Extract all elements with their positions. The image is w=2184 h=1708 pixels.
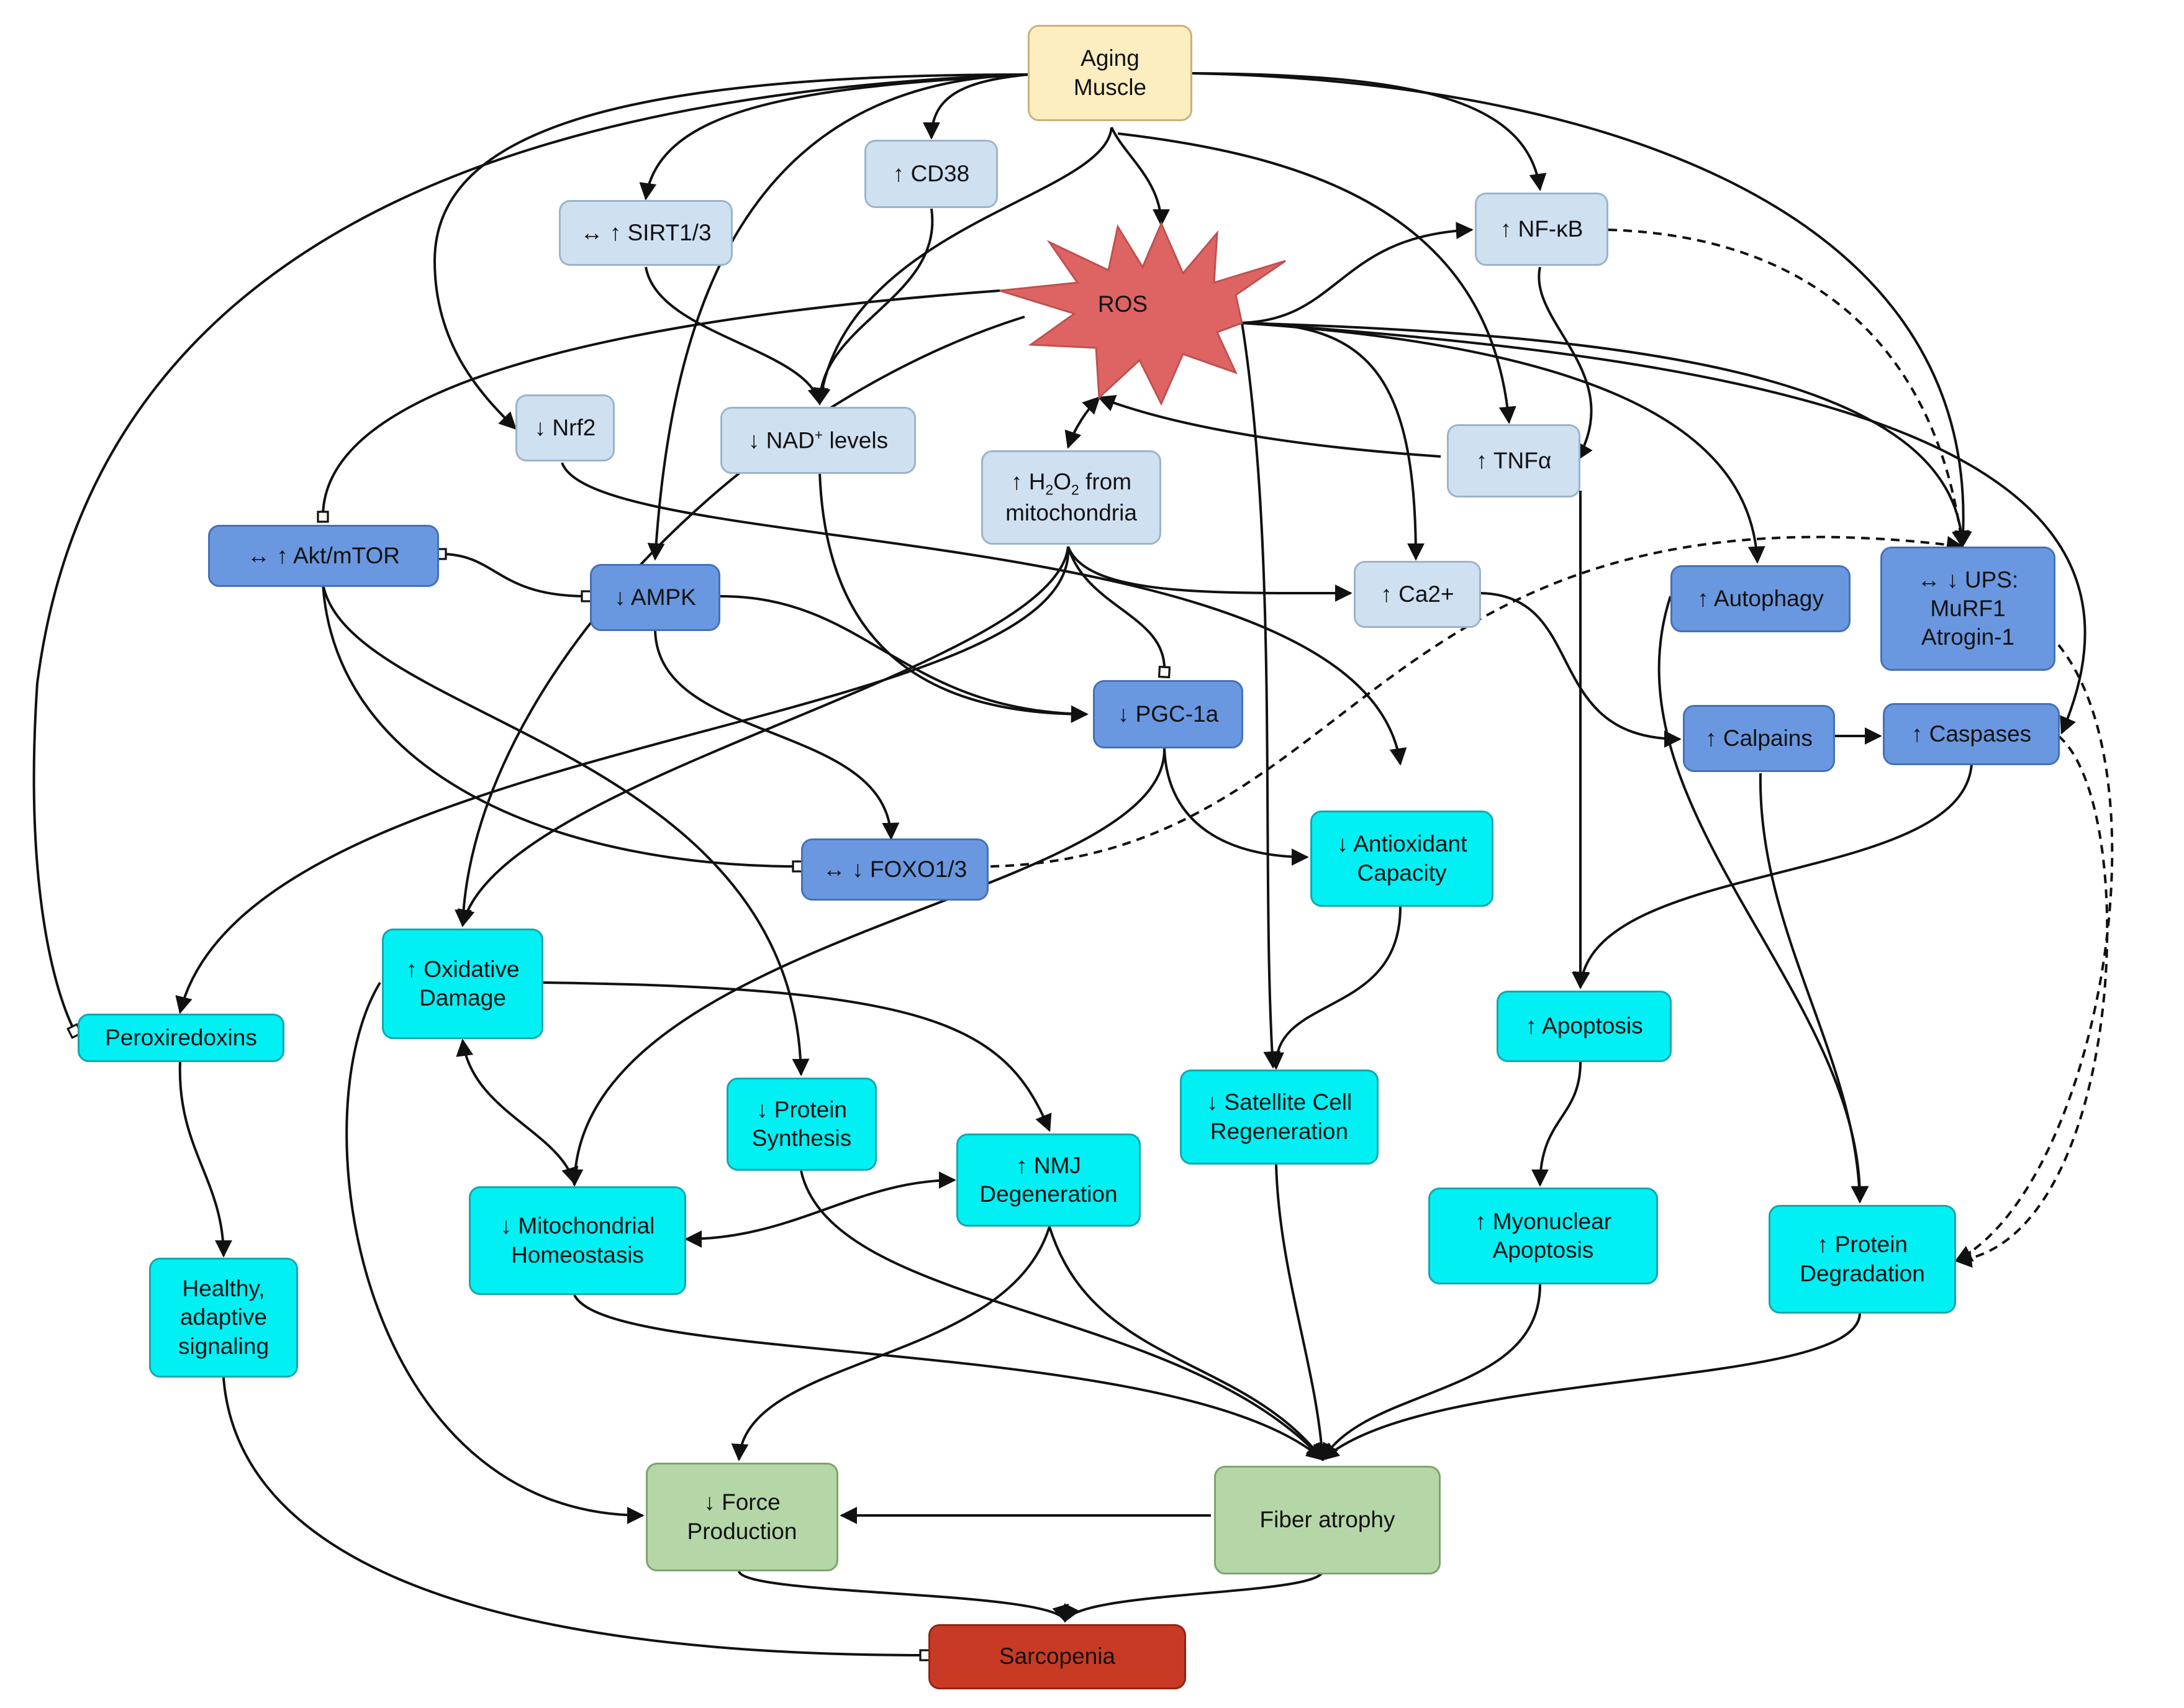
- edge-protein-deg-fiber: [1321, 1313, 1861, 1461]
- edge-aging-cd38: [923, 73, 1028, 140]
- edge-akt-foxo: [322, 583, 804, 873]
- node-sirt: ↔ ↑ SIRT1/3: [559, 200, 733, 266]
- edge-ampk-foxo: [654, 630, 900, 840]
- edge-aging-nad: [813, 127, 1113, 406]
- node-nad: ↓ NAD+ levels: [720, 407, 916, 474]
- node-aging-muscle: Aging Muscle: [1028, 25, 1192, 121]
- edge-nad-pgc: [818, 471, 1089, 723]
- edge-foxo-ups: [990, 535, 1964, 868]
- node-oxidative-damage: ↑ Oxidative Damage: [382, 929, 543, 1039]
- edge-caspases-protein-deg: [1954, 735, 2109, 1268]
- node-fiber-atrophy: Fiber atrophy: [1214, 1466, 1441, 1574]
- edge-apoptosis-myonuclear: [1531, 1061, 1582, 1187]
- nad-text: ↓ NAD+ levels: [748, 426, 889, 453]
- node-nfkb: ↑ NF-κB: [1475, 193, 1608, 266]
- node-nrf2: ↓ Nrf2: [515, 394, 615, 461]
- edge-sirt-nad: [645, 266, 825, 406]
- edge-ros-ups: [1241, 322, 1970, 548]
- edge-mito-fiber: [573, 1294, 1325, 1461]
- node-autophagy: ↑ Autophagy: [1670, 565, 1851, 632]
- edge-aging-sirt: [639, 73, 1028, 201]
- node-mitochondrial-homeostasis: ↓ Mitochondrial Homeostasis: [469, 1186, 686, 1295]
- edge-peroxiredoxins-healthy: [178, 1061, 232, 1258]
- edge-caspases-apoptosis: [1572, 763, 1973, 989]
- node-peroxiredoxins: Peroxiredoxins: [78, 1014, 284, 1062]
- edge-aging-ampk: [647, 73, 1028, 561]
- edge-antioxidant-satellite: [1267, 906, 1402, 1070]
- edge-oxidative-mito: [456, 1038, 579, 1185]
- node-healthy-signaling: Healthy, adaptive signaling: [149, 1258, 298, 1378]
- node-pgc-1a: ↓ PGC-1a: [1093, 680, 1243, 748]
- node-nmj-degeneration: ↑ NMJ Degeneration: [956, 1133, 1141, 1227]
- edge-nfkb-tnfa: [1538, 266, 1593, 461]
- edge-ros-ca2: [1241, 322, 1425, 561]
- edge-ca2-calpains: [1480, 592, 1682, 748]
- edge-pgc-antioxidant: [1163, 748, 1309, 866]
- node-foxo: ↔ ↓ FOXO1/3: [801, 838, 989, 901]
- edge-fiber-sarcopenia: [1064, 1570, 1324, 1623]
- node-protein-synthesis: ↓ Protein Synthesis: [727, 1078, 877, 1171]
- node-ups: ↔ ↓ UPS: MuRF1 Atrogin-1: [1880, 547, 2055, 671]
- edge-aging-ups: [1192, 72, 1972, 548]
- edge-ampk-pgc: [720, 595, 1089, 723]
- edge-pgc-mito: [566, 748, 1166, 1187]
- node-calpains: ↑ Calpains: [1683, 705, 1835, 772]
- edge-oxidative-force: [345, 981, 645, 1524]
- node-protein-degradation: ↑ Protein Degradation: [1769, 1205, 1956, 1314]
- edge-h2o2-peroxiredoxins: [175, 546, 1070, 1014]
- edge-aging-ros: [1110, 127, 1170, 227]
- node-akt-mtor: ↔ ↑ Akt/mTOR: [208, 525, 439, 587]
- edge-protein-synth-fiber: [800, 1170, 1324, 1461]
- edge-tnfa-ros: [1097, 394, 1441, 458]
- edge-nmj-fiber: [1048, 1226, 1324, 1461]
- node-myonuclear-apoptosis: ↑ Myonuclear Apoptosis: [1428, 1188, 1658, 1284]
- edge-akt-ampk: [435, 548, 593, 602]
- edge-ros-autophagy: [1241, 322, 1765, 564]
- node-ampk: ↓ AMPK: [590, 564, 720, 631]
- node-caspases: ↑ Caspases: [1883, 703, 2060, 765]
- edge-nrf2-antioxidant: [561, 462, 1407, 766]
- node-ros: ROS: [1097, 291, 1148, 317]
- edge-satellite-fiber: [1275, 1164, 1331, 1461]
- edge-force-sarcopenia: [738, 1570, 1069, 1623]
- ros-star-shape: [999, 221, 1286, 406]
- edge-calpains-protein-deg: [1759, 773, 1869, 1204]
- edge-ros-oxidative: [455, 316, 1025, 927]
- edge-cd38-nad: [811, 208, 934, 406]
- edge-nfkb-ups: [1608, 229, 1969, 548]
- edge-myonuclear-fiber: [1321, 1284, 1541, 1461]
- node-cd38: ↑ CD38: [864, 140, 998, 208]
- edge-mito-nmj: [684, 1171, 956, 1248]
- edge-ros-akt: [317, 289, 1000, 523]
- node-tnfa: ↑ TNFα: [1447, 424, 1580, 497]
- node-apoptosis: ↑ Apoptosis: [1497, 991, 1672, 1062]
- edge-ups-protein-deg: [1954, 607, 2114, 1262]
- edge-h2o2-ca2: [1067, 546, 1353, 602]
- node-antioxidant-capacity: ↓ Antioxidant Capacity: [1310, 811, 1493, 907]
- edge-autophagy-protein-deg: [1657, 596, 1869, 1204]
- edge-ros-nfkb: [1235, 222, 1474, 324]
- edge-oxidative-nmj: [543, 981, 1052, 1132]
- node-satellite-cell: ↓ Satellite Cell Regeneration: [1180, 1070, 1379, 1165]
- node-sarcopenia: Sarcopenia: [928, 1624, 1186, 1689]
- edge-ros-satellite: [1241, 322, 1281, 1069]
- edge-ros-caspases: [1241, 322, 2087, 735]
- edge-akt-protein-synth: [322, 583, 810, 1076]
- edge-aging-nfkb: [1192, 72, 1547, 191]
- edge-aging-nrf2: [433, 73, 1028, 430]
- edge-h2o2-pgc: [1067, 546, 1171, 679]
- edge-aging-tnfa: [1117, 132, 1516, 424]
- edge-h2o2-ros: [1064, 396, 1100, 449]
- edge-aging-peroxiredoxins: [32, 73, 1028, 1039]
- edge-nmj-force: [731, 1226, 1051, 1461]
- edge-h2o2-oxidative: [458, 546, 1069, 927]
- edge-healthy-sarcopenia: [222, 1377, 931, 1661]
- node-ca2: ↑ Ca2+: [1354, 561, 1481, 628]
- node-force-production: ↓ Force Production: [646, 1463, 838, 1571]
